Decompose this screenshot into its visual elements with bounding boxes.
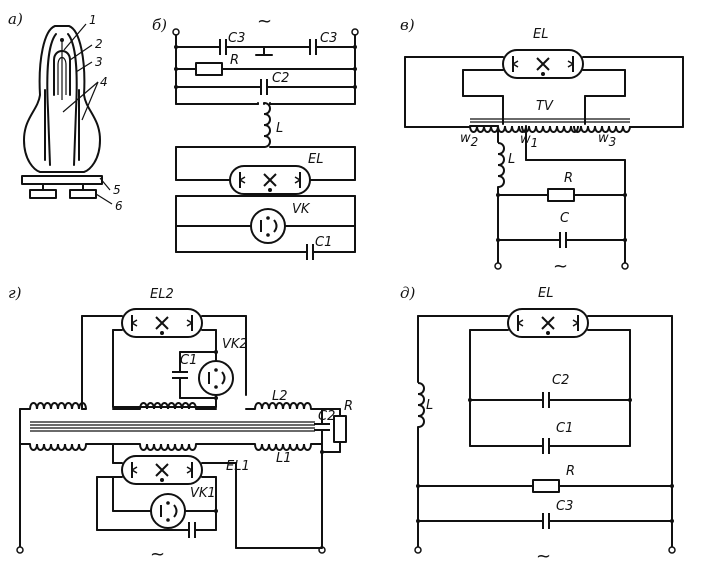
g-label-l2: L2	[272, 389, 288, 404]
d-label-c2: C2	[552, 373, 569, 388]
v-label-el: EL	[533, 27, 548, 42]
panel-label-b: б)	[152, 16, 167, 34]
panel-label-a: а)	[8, 10, 23, 28]
g-label-vk1: VK1	[190, 486, 216, 501]
lamp-drawing	[21, 23, 113, 205]
callout-2: 2	[95, 37, 103, 51]
v-label-c: C	[560, 211, 570, 226]
g-label-l1: L1	[276, 451, 292, 466]
d-label-l: L	[426, 398, 433, 413]
schematic-b	[172, 28, 359, 261]
ac-source-v: ~	[553, 256, 568, 277]
b-label-c3-left: C3	[228, 31, 245, 46]
v-label-r: R	[564, 171, 573, 186]
ac-source-g: ~	[150, 544, 165, 565]
v-label-w3: w3	[598, 131, 616, 149]
g-label-el2: EL2	[150, 287, 174, 302]
schematic-g	[16, 308, 347, 554]
d-label-c3: C3	[556, 499, 573, 514]
panel-label-v: в)	[400, 16, 415, 34]
callout-3: 3	[95, 55, 103, 69]
callout-4: 4	[100, 75, 108, 89]
b-label-l: L	[276, 121, 283, 136]
d-label-c1: C1	[556, 421, 573, 436]
callout-1: 1	[89, 13, 97, 27]
v-label-w1: w1	[520, 132, 538, 150]
d-label-el: EL	[538, 286, 553, 301]
callout-5: 5	[113, 183, 121, 197]
v-label-w2: w2	[460, 131, 478, 149]
b-label-r: R	[230, 53, 239, 68]
panel-label-g: г)	[8, 284, 22, 302]
v-label-l: L	[508, 152, 515, 167]
g-label-vk2: VK2	[222, 337, 248, 352]
b-label-c1: C1	[315, 235, 332, 250]
ac-source-d: ~	[536, 546, 551, 567]
schematic-d	[414, 308, 676, 554]
g-label-c1: C1	[180, 353, 197, 368]
g-label-r: R	[344, 399, 353, 414]
g-label-el1: EL1	[226, 459, 250, 474]
g-label-c2: C2	[318, 409, 335, 424]
ac-source-b: ~	[257, 11, 272, 32]
b-label-c3-right: C3	[320, 31, 337, 46]
v-label-tv: TV	[536, 99, 554, 114]
b-label-c2: C2	[272, 71, 289, 86]
callout-6: 6	[115, 199, 123, 213]
schematic-v	[404, 49, 684, 270]
b-label-el: EL	[308, 152, 323, 167]
d-label-r: R	[566, 464, 575, 479]
b-label-vk: VK	[292, 202, 311, 217]
panel-label-d: д)	[400, 284, 416, 302]
